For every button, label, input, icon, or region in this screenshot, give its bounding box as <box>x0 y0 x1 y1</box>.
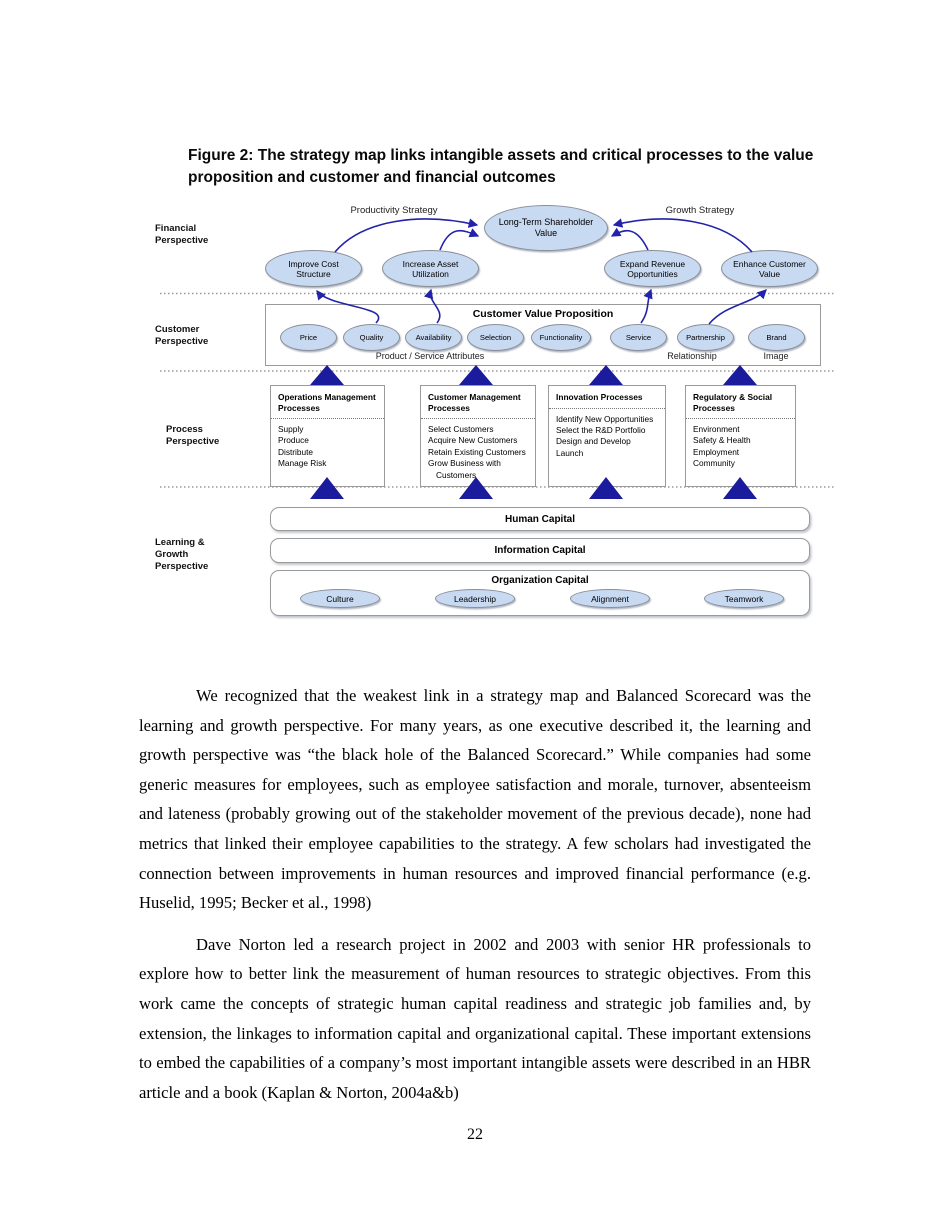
process-item: Employment <box>693 446 740 457</box>
ellipse-quality: Quality <box>343 324 400 351</box>
ellipse-improve-cost-structure: Improve Cost Structure <box>265 250 362 287</box>
ellipse-increase-asset-utilization: Increase Asset Utilization <box>382 250 479 287</box>
productivity-strategy-label: Productivity Strategy <box>350 205 438 216</box>
ellipse-long-term-shareholder-value: Long-Term Shareholder Value <box>484 205 608 251</box>
human-capital-bar: Human Capital <box>270 507 810 531</box>
process-item: Design and Develop <box>556 436 631 447</box>
process-box-title: Innovation Processes <box>549 386 665 409</box>
process-item: Select Customers <box>428 424 494 434</box>
relationship-label: Relationship <box>667 351 717 361</box>
image-label: Image <box>763 351 789 361</box>
process-box-title: Operations Management Processes <box>271 386 384 419</box>
ellipse-functionality: Functionality <box>531 324 591 351</box>
learning-growth-perspective-label: Learning & Growth Perspective <box>155 537 209 572</box>
ellipse-expand-revenue-opportunities: Expand Revenue Opportunities <box>604 250 701 287</box>
ellipse-availability: Availability <box>405 324 462 351</box>
customer-perspective-label: Customer Perspective <box>155 324 209 347</box>
process-item: Acquire New Customers <box>428 435 518 446</box>
process-item: Environment <box>693 424 740 434</box>
page-number: 22 <box>467 1126 483 1143</box>
innovation-processes-box: Innovation Processes Identify New Opport… <box>548 385 666 487</box>
ellipse-selection: Selection <box>467 324 524 351</box>
ellipse-brand: Brand <box>748 324 805 351</box>
process-box-title: Customer Management Processes <box>421 386 535 419</box>
body-text: We recognized that the weakest link in a… <box>139 681 811 1119</box>
process-item: Grow Business with Customers <box>428 458 501 480</box>
ellipse-alignment: Alignment <box>570 589 650 608</box>
ellipse-enhance-customer-value: Enhance Customer Value <box>721 250 818 287</box>
information-capital-bar: Information Capital <box>270 538 810 563</box>
paragraph-1: We recognized that the weakest link in a… <box>139 686 811 913</box>
process-item: Community <box>693 458 735 469</box>
product-service-attributes-label: Product / Service Attributes <box>375 351 485 361</box>
customer-management-processes-box: Customer Management Processes Select Cus… <box>420 385 536 487</box>
paragraph-2: Dave Norton led a research project in 20… <box>139 934 811 1102</box>
organization-capital-title: Organization Capital <box>491 575 589 586</box>
ellipse-service: Service <box>610 324 667 351</box>
operations-management-processes-box: Operations Management Processes Supply P… <box>270 385 385 487</box>
process-item: Launch <box>556 447 584 458</box>
ellipse-partnership: Partnership <box>677 324 734 351</box>
growth-strategy-label: Growth Strategy <box>665 205 735 216</box>
process-item: Safety & Health <box>693 435 751 446</box>
regulatory-social-processes-box: Regulatory & Social Processes Environmen… <box>685 385 796 487</box>
process-item: Identify New Opportunities <box>556 413 654 424</box>
process-item: Select the R&D Portfolio <box>556 424 646 435</box>
process-item: Supply <box>278 424 304 434</box>
ellipse-price: Price <box>280 324 337 351</box>
process-item: Produce <box>278 435 309 446</box>
process-item: Manage Risk <box>278 458 327 469</box>
ellipse-teamwork: Teamwork <box>704 589 784 608</box>
figure-title: Figure 2: The strategy map links intangi… <box>188 147 814 186</box>
process-box-title: Regulatory & Social Processes <box>686 386 795 419</box>
customer-value-proposition-title: Customer Value Proposition <box>472 308 614 320</box>
ellipse-culture: Culture <box>300 589 380 608</box>
process-perspective-label: Process Perspective <box>166 424 220 447</box>
process-item: Retain Existing Customers <box>428 446 526 457</box>
ellipse-leadership: Leadership <box>435 589 515 608</box>
financial-perspective-label: Financial Perspective <box>155 223 209 246</box>
process-item: Distribute <box>278 446 314 457</box>
